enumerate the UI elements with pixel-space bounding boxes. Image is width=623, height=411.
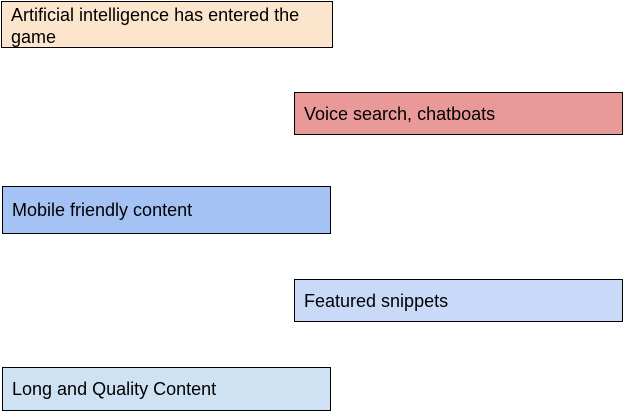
- voice-search-chatbots-label: Voice search, chatboats: [304, 103, 496, 124]
- voice-search-chatbots-box: Voice search, chatboats: [294, 92, 623, 135]
- ai-entered-game-label: Artificial intelligence has entered the …: [11, 5, 300, 47]
- ai-entered-game-box: Artificial intelligence has entered the …: [1, 1, 333, 48]
- mobile-friendly-content-label: Mobile friendly content: [12, 200, 193, 220]
- long-quality-content-box: Long and Quality Content: [2, 367, 331, 411]
- long-quality-content-label: Long and Quality Content: [12, 379, 217, 399]
- featured-snippets-box: Featured snippets: [294, 279, 623, 322]
- featured-snippets-label: Featured snippets: [304, 290, 449, 311]
- mobile-friendly-content-box: Mobile friendly content: [2, 186, 331, 234]
